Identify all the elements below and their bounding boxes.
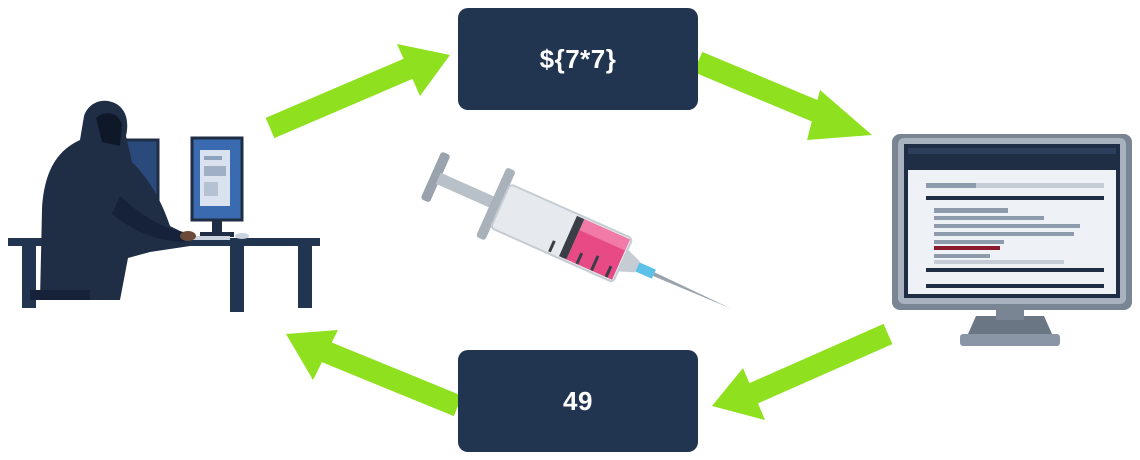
arrow-icon [693,51,872,140]
web-server-monitor-icon [892,134,1132,346]
syringe-icon [421,152,731,309]
hacker-workstation-icon [8,100,320,312]
payload-box: ${7*7} [458,8,698,110]
arrow-icon [286,330,463,417]
result-label: 49 [563,385,593,416]
arrow-icon [712,323,893,420]
result-box: 49 [458,350,698,452]
payload-label: ${7*7} [539,43,617,74]
arrow-icon [265,44,450,139]
